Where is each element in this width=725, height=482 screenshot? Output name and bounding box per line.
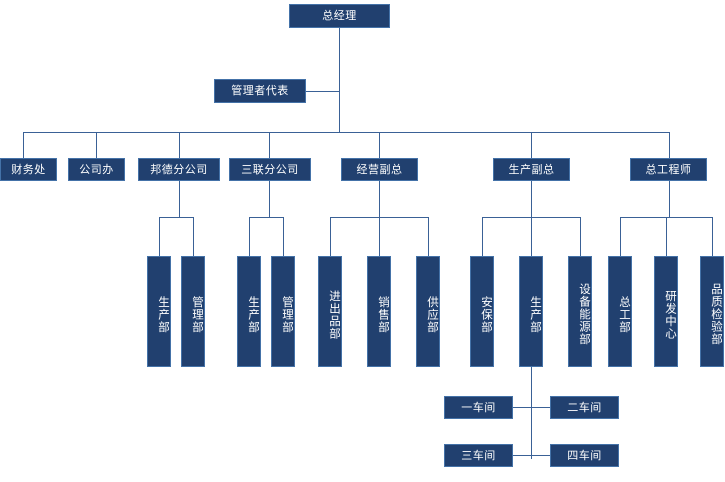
connector-sanlian-bus xyxy=(249,217,283,218)
node-production-department[interactable]: 生产部 xyxy=(519,256,543,367)
node-management-representative[interactable]: 管理者代表 xyxy=(214,79,306,103)
connector-workshop-2 xyxy=(531,407,551,408)
connector-chief-engineer-to-rnd-center xyxy=(666,217,667,256)
connector-workshops-stem xyxy=(531,367,532,459)
connector-business-vp-to-sales xyxy=(379,217,380,256)
node-finance-department[interactable]: 财务处 xyxy=(0,158,57,181)
connector-chief-engineer-stem xyxy=(669,181,670,217)
connector-workshop-1 xyxy=(512,407,532,408)
node-general-engineering-department[interactable]: 总工部 xyxy=(608,256,632,367)
connector-bangde-to-production xyxy=(159,217,160,256)
node-chief-engineer[interactable]: 总工程师 xyxy=(630,158,707,181)
connector-mgmt-rep-to-trunk xyxy=(306,91,340,92)
connector-business-vp-to-import-export xyxy=(330,217,331,256)
connector-business-vp-to-supply xyxy=(428,217,429,256)
connector-production-vp-to-production xyxy=(531,217,532,256)
connector-drop-business-vp xyxy=(379,132,380,158)
node-production-vp[interactable]: 生产副总 xyxy=(493,158,570,181)
node-rnd-center[interactable]: 研发中心 xyxy=(654,256,678,367)
connector-gm-trunk xyxy=(339,28,340,132)
node-bangde-branch[interactable]: 邦德分公司 xyxy=(138,158,220,181)
node-quality-inspection-department[interactable]: 品质检验部 xyxy=(700,256,724,367)
connector-business-vp-stem xyxy=(379,181,380,217)
connector-production-vp-stem xyxy=(531,181,532,217)
connector-sanlian-stem xyxy=(269,181,270,217)
connector-drop-bangde-branch xyxy=(179,132,180,158)
node-import-export-department[interactable]: 进出品部 xyxy=(318,256,342,367)
node-workshop-3[interactable]: 三车间 xyxy=(444,444,513,467)
connector-bangde-bus xyxy=(159,217,193,218)
connector-drop-production-vp xyxy=(531,132,532,158)
connector-chief-engineer-to-quality-inspection xyxy=(712,217,713,256)
node-supply-department[interactable]: 供应部 xyxy=(416,256,440,367)
node-company-office[interactable]: 公司办 xyxy=(68,158,125,181)
node-workshop-1[interactable]: 一车间 xyxy=(444,396,513,419)
connector-drop-sanlian-branch xyxy=(269,132,270,158)
connector-drop-company-office xyxy=(96,132,97,158)
connector-bangde-to-management xyxy=(193,217,194,256)
connector-drop-finance xyxy=(23,132,24,158)
node-workshop-2[interactable]: 二车间 xyxy=(550,396,619,419)
connector-workshop-3 xyxy=(512,455,532,456)
connector-bangde-stem xyxy=(179,181,180,217)
node-bangde-production-department[interactable]: 生产部 xyxy=(147,256,171,367)
node-bangde-management-department[interactable]: 管理部 xyxy=(181,256,205,367)
connector-production-vp-to-security xyxy=(482,217,483,256)
connector-drop-chief-engineer xyxy=(669,132,670,158)
connector-chief-engineer-to-general-engineering xyxy=(620,217,621,256)
connector-level3-bus xyxy=(23,132,669,133)
connector-sanlian-to-production xyxy=(249,217,250,256)
connector-workshop-4 xyxy=(531,455,551,456)
node-security-department[interactable]: 安保部 xyxy=(470,256,494,367)
node-workshop-4[interactable]: 四车间 xyxy=(550,444,619,467)
node-equipment-energy-department[interactable]: 设备能源部 xyxy=(568,256,592,367)
connector-production-vp-to-equipment-energy xyxy=(580,217,581,256)
node-sanlian-branch[interactable]: 三联分公司 xyxy=(229,158,311,181)
connector-sanlian-to-management xyxy=(283,217,284,256)
node-sanlian-management-department[interactable]: 管理部 xyxy=(271,256,295,367)
node-business-vp[interactable]: 经营副总 xyxy=(341,158,418,181)
node-sanlian-production-department[interactable]: 生产部 xyxy=(237,256,261,367)
node-sales-department[interactable]: 销售部 xyxy=(367,256,391,367)
node-general-manager[interactable]: 总经理 xyxy=(289,4,390,28)
